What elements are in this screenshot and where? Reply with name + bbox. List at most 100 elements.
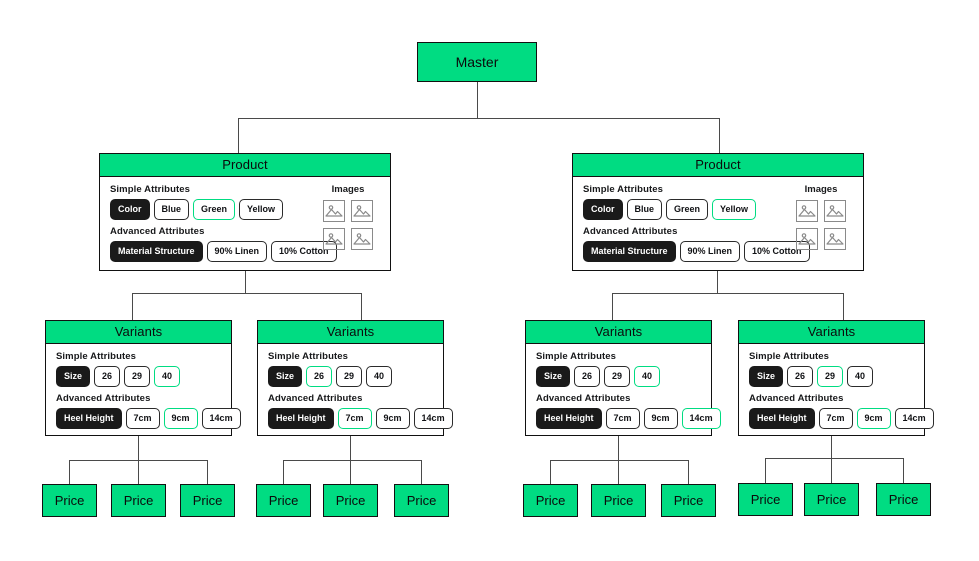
node-variants-2[interactable]: Variants Simple Attributes Size 26 29 40… [257, 320, 453, 437]
node-variants-3-header: Variants [526, 321, 711, 344]
chip-value-14cm[interactable]: 14cm [681, 408, 721, 429]
node-variants-1-header: Variants [46, 321, 231, 344]
chip-value-29[interactable]: 29 [604, 366, 631, 387]
image-placeholder-icon[interactable] [824, 228, 846, 250]
node-variants-2-body: Simple Attributes Size 26 29 40 Advanced… [258, 344, 453, 437]
node-variants-2-header: Variants [258, 321, 443, 344]
edge-variant-2-price-1 [283, 460, 284, 484]
node-price-8[interactable]: Price [591, 484, 646, 517]
chip-value-7cm[interactable]: 7cm [605, 408, 640, 429]
node-price-12[interactable]: Price [876, 483, 931, 516]
image-placeholder-icon[interactable] [796, 228, 818, 250]
chip-key-heel-height[interactable]: Heel Height [749, 408, 815, 429]
node-price-label: Price [816, 492, 847, 507]
chip-value-40[interactable]: 40 [634, 366, 661, 387]
node-price-2[interactable]: Price [111, 484, 166, 517]
variants-2-advanced-title: Advanced Attributes [268, 393, 363, 404]
chip-value-26[interactable]: 26 [306, 366, 333, 387]
chip-value-14cm[interactable]: 14cm [894, 408, 934, 429]
product-2-images-grid [789, 200, 853, 250]
edge-variant-1-price-2 [138, 460, 139, 484]
chip-value-9cm[interactable]: 9cm [643, 408, 678, 429]
node-price-6[interactable]: Price [394, 484, 449, 517]
node-price-7[interactable]: Price [523, 484, 578, 517]
chip-value-40[interactable]: 40 [366, 366, 393, 387]
chip-key-heel-height[interactable]: Heel Height [536, 408, 602, 429]
edge-master-stem [477, 82, 478, 118]
product-2-images-label: Images [804, 184, 838, 195]
node-price-1[interactable]: Price [42, 484, 97, 517]
chip-value-29[interactable]: 29 [817, 366, 844, 387]
chip-value-14cm[interactable]: 14cm [413, 408, 453, 429]
image-placeholder-icon[interactable] [323, 228, 345, 250]
chip-value-9cm[interactable]: 9cm [375, 408, 410, 429]
chip-key-color[interactable]: Color [110, 199, 150, 220]
node-price-3[interactable]: Price [180, 484, 235, 517]
chip-value-90-linen[interactable]: 90% Linen [679, 241, 741, 262]
image-placeholder-icon[interactable] [323, 200, 345, 222]
edge-to-product-2 [719, 118, 720, 154]
chip-value-14cm[interactable]: 14cm [201, 408, 241, 429]
chip-value-29[interactable]: 29 [124, 366, 151, 387]
variants-3-advanced-title: Advanced Attributes [536, 393, 631, 404]
image-placeholder-icon[interactable] [796, 200, 818, 222]
chip-value-29[interactable]: 29 [336, 366, 363, 387]
node-price-11[interactable]: Price [804, 483, 859, 516]
product-1-advanced-title: Advanced Attributes [110, 226, 205, 237]
product-2-simple-chips: Color Blue Green Yellow [583, 199, 853, 220]
chip-value-7cm[interactable]: 7cm [818, 408, 853, 429]
node-price-label: Price [268, 493, 299, 508]
product-2-images-block: Images [789, 184, 853, 250]
chip-value-yellow[interactable]: Yellow [239, 199, 284, 220]
edge-variant-2-stem [350, 436, 351, 460]
node-product-2-body: Simple Attributes Color Blue Green Yello… [573, 177, 863, 270]
chip-key-heel-height[interactable]: Heel Height [268, 408, 334, 429]
product-2-advanced-chips: Material Structure 90% Linen 10% Cotton [583, 241, 853, 262]
node-price-label: Price [673, 493, 704, 508]
chip-value-green[interactable]: Green [666, 199, 709, 220]
node-price-9[interactable]: Price [661, 484, 716, 517]
chip-key-size[interactable]: Size [56, 366, 91, 387]
chip-key-color[interactable]: Color [583, 199, 623, 220]
node-price-10[interactable]: Price [738, 483, 793, 516]
chip-key-size[interactable]: Size [536, 366, 571, 387]
node-variants-4[interactable]: Variants Simple Attributes Size 26 29 40… [738, 320, 934, 436]
chip-key-material-structure[interactable]: Material Structure [110, 241, 203, 262]
chip-value-blue[interactable]: Blue [626, 199, 663, 220]
node-variants-3[interactable]: Variants Simple Attributes Size 26 29 40… [525, 320, 721, 436]
chip-value-26[interactable]: 26 [94, 366, 121, 387]
chip-value-9cm[interactable]: 9cm [163, 408, 198, 429]
chip-value-green[interactable]: Green [193, 199, 236, 220]
chip-key-size[interactable]: Size [268, 366, 303, 387]
chip-value-7cm[interactable]: 7cm [125, 408, 160, 429]
node-price-5[interactable]: Price [323, 484, 378, 517]
image-placeholder-icon[interactable] [351, 228, 373, 250]
chip-value-10-cotton[interactable]: 10% Cotton [271, 241, 337, 262]
chip-value-blue[interactable]: Blue [153, 199, 190, 220]
chip-value-7cm[interactable]: 7cm [337, 408, 372, 429]
chip-value-90-linen[interactable]: 90% Linen [206, 241, 268, 262]
chip-key-material-structure[interactable]: Material Structure [583, 241, 676, 262]
variants-1-simple-chips: Size 26 29 40 [56, 366, 221, 387]
chip-value-9cm[interactable]: 9cm [856, 408, 891, 429]
chip-key-heel-height[interactable]: Heel Height [56, 408, 122, 429]
node-price-4[interactable]: Price [256, 484, 311, 517]
edge-to-variant-2 [361, 293, 362, 321]
product-1-images-label: Images [331, 184, 365, 195]
chip-value-26[interactable]: 26 [574, 366, 601, 387]
chip-key-size[interactable]: Size [749, 366, 784, 387]
chip-value-yellow[interactable]: Yellow [712, 199, 757, 220]
node-variants-1[interactable]: Variants Simple Attributes Size 26 29 40… [45, 320, 241, 436]
node-master[interactable]: Master [417, 42, 537, 82]
node-product-2[interactable]: Product Simple Attributes Color Blue Gre… [572, 153, 864, 271]
node-product-1[interactable]: Product Simple Attributes Color Blue Gre… [99, 153, 391, 271]
edge-variant-3-price-2 [618, 460, 619, 484]
image-placeholder-icon[interactable] [351, 200, 373, 222]
image-placeholder-icon[interactable] [824, 200, 846, 222]
chip-value-10-cotton[interactable]: 10% Cotton [744, 241, 810, 262]
node-price-label: Price [192, 493, 223, 508]
variants-2-simple-title: Simple Attributes [268, 351, 348, 362]
chip-value-26[interactable]: 26 [787, 366, 814, 387]
chip-value-40[interactable]: 40 [154, 366, 181, 387]
chip-value-40[interactable]: 40 [847, 366, 874, 387]
